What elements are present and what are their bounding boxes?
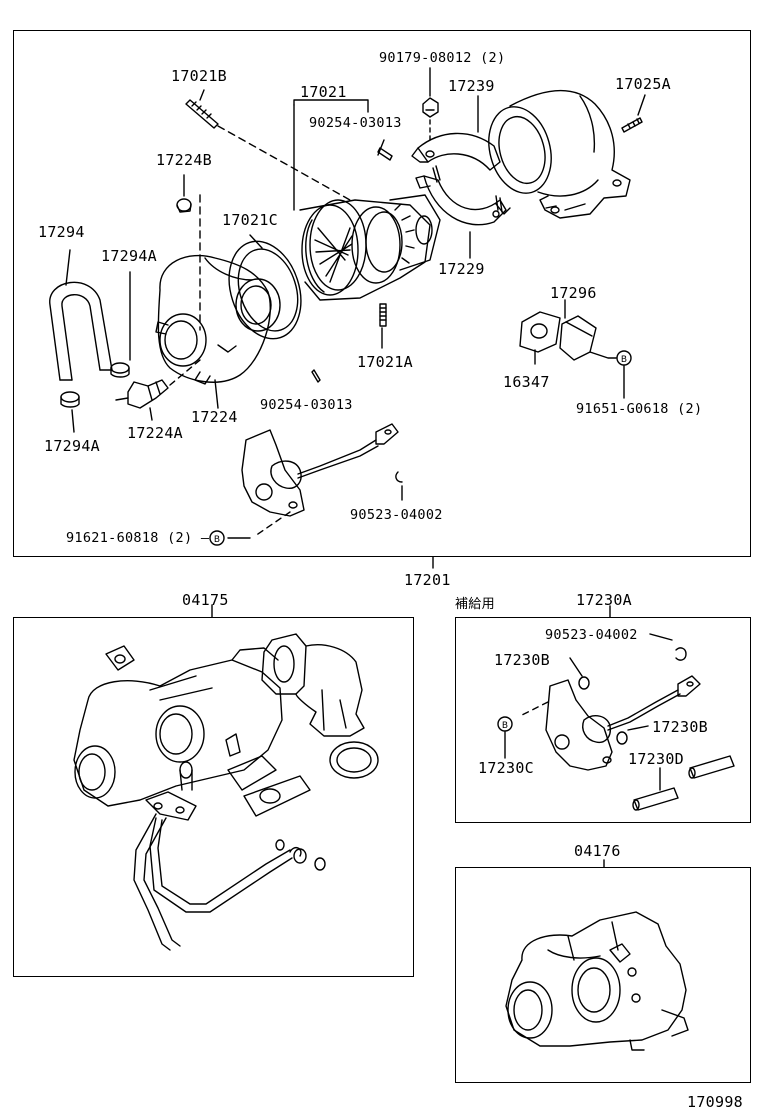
label-91621-60818: 91621-60818 (2) — (66, 530, 209, 546)
stud-icon (379, 303, 387, 327)
label-17224a: 17224A (127, 424, 183, 442)
label-17201: 17201 (404, 571, 451, 589)
label-90523-04002-main: 90523-04002 (350, 507, 443, 523)
label-90254-03013-bottom: 90254-03013 (260, 397, 353, 413)
washer-icon (578, 676, 590, 690)
turbine-housing-icon (155, 254, 281, 385)
hose-clip-icon (60, 391, 80, 408)
clip-icon (675, 647, 687, 661)
exhaust-elbow-icon (261, 633, 365, 737)
bolt-b-mark: B (502, 721, 508, 731)
label-90523-04002-kit: 90523-04002 (545, 627, 638, 643)
leader-dash: — (192, 530, 210, 546)
gasket-icon (329, 741, 379, 779)
clamp-icon (411, 132, 511, 226)
label-16347: 16347 (503, 373, 550, 391)
label-17294: 17294 (38, 223, 85, 241)
bolt-b-mark: B (621, 355, 627, 365)
hose-clip-icon (110, 362, 130, 378)
assy-04175-frame (13, 617, 414, 977)
turbocharger-icon (505, 911, 689, 1051)
label-04176: 04176 (574, 842, 621, 860)
pin-icon (377, 147, 393, 161)
label-90179-08012: 90179-08012 (2) (379, 50, 506, 66)
label-17224b: 17224B (156, 151, 212, 169)
diagram-code: 170998 (687, 1093, 743, 1111)
gasket-icon (105, 645, 135, 671)
washer-icon (616, 731, 628, 745)
collar-icon (176, 198, 192, 213)
stud-icon (185, 99, 219, 129)
label-17229: 17229 (438, 260, 485, 278)
nut-icon (422, 97, 439, 118)
label-17224: 17224 (191, 408, 238, 426)
label-90254-03013-top: 90254-03013 (309, 115, 402, 131)
stud-icon (621, 117, 643, 133)
assy-04176-frame (455, 867, 751, 1083)
clip-icon (395, 471, 403, 483)
hose-icon (632, 755, 735, 811)
main-assembly-frame (13, 30, 751, 557)
label-17021b: 17021B (171, 67, 227, 85)
actuator-icon (241, 423, 399, 517)
label-17230c: 17230C (478, 759, 534, 777)
flange-icon (227, 755, 311, 817)
label-91621-60818-text: 91621-60818 (2) (66, 530, 193, 546)
supply-note: 補給用 (455, 597, 495, 612)
hose-icon (49, 281, 113, 381)
gasket-icon (519, 311, 561, 353)
label-17239: 17239 (448, 77, 495, 95)
bolt-b-mark: B (214, 535, 220, 545)
label-17230a: 17230A (576, 591, 632, 609)
label-17025a: 17025A (615, 75, 671, 93)
turbocharger-icon (73, 647, 283, 807)
label-17230b-upper: 17230B (494, 651, 550, 669)
label-17296: 17296 (550, 284, 597, 302)
label-17021a: 17021A (357, 353, 413, 371)
label-17294a-bottom: 17294A (44, 437, 100, 455)
actuator-icon (545, 675, 701, 771)
label-04175: 04175 (182, 591, 229, 609)
pin-icon (311, 369, 321, 383)
exhaust-elbow-icon (488, 89, 631, 219)
label-17294a-top: 17294A (101, 247, 157, 265)
label-17021c: 17021C (222, 211, 278, 229)
assy-17230a-frame (455, 617, 751, 823)
union-fitting-icon (115, 379, 169, 409)
label-17230b-lower: 17230B (652, 718, 708, 736)
compressor-wheel-icon (299, 194, 441, 301)
label-17230d: 17230D (628, 750, 684, 768)
label-17021: 17021 (300, 83, 347, 101)
label-91651-g0618: 91651-G0618 (2) (576, 401, 703, 417)
oil-pipe-icon (133, 791, 326, 951)
cover-plate-icon (559, 315, 597, 361)
